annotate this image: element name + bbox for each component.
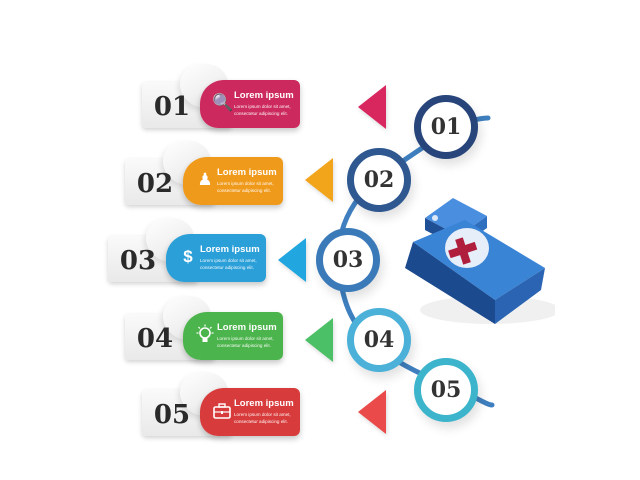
- step-description: Lorem ipsum dolor sit amet, consectetur …: [200, 258, 257, 270]
- step-title: Lorem ipsum: [200, 244, 260, 255]
- step-circle-2: 02: [347, 148, 411, 212]
- step-circle-label: 03: [332, 247, 364, 273]
- step-description: Lorem ipsum dolor sit amet, consectetur …: [217, 181, 274, 193]
- step-description: Lorem ipsum dolor sit amet, consectetur …: [234, 104, 291, 116]
- pointer-2: [305, 158, 333, 202]
- step-circle-label: 05: [430, 377, 462, 403]
- step-3: 03 $ Lorem ipsum Lorem ipsum dolor sit a…: [108, 218, 298, 288]
- step-circle-5: 05: [414, 358, 478, 422]
- person-icon: ♟: [197, 170, 213, 189]
- step-circle-1: 01: [414, 95, 478, 159]
- step-number: 01: [153, 92, 191, 122]
- step-circle-4: 04: [347, 308, 411, 372]
- step-label-tab: Lorem ipsum Lorem ipsum dolor sit amet, …: [200, 388, 300, 436]
- step-title: Lorem ipsum: [217, 322, 277, 333]
- step-description: Lorem ipsum dolor sit amet, consectetur …: [234, 412, 291, 424]
- lightbulb-icon: [195, 324, 215, 346]
- step-label-tab: Lorem ipsum Lorem ipsum dolor sit amet, …: [183, 312, 283, 360]
- step-label-tab: $ Lorem ipsum Lorem ipsum dolor sit amet…: [166, 234, 266, 282]
- magnifier-icon: 🔍: [212, 93, 234, 112]
- dollar-icon: $: [183, 247, 193, 266]
- step-circle-3: 03: [316, 228, 380, 292]
- step-title: Lorem ipsum: [234, 398, 294, 409]
- pointer-5: [358, 390, 386, 434]
- step-label-tab: 🔍 Lorem ipsum Lorem ipsum dolor sit amet…: [200, 80, 300, 128]
- step-4: 04 Lorem ipsum Lorem ipsum dolor sit ame…: [125, 296, 315, 366]
- step-2: 02 ♟ Lorem ipsum Lorem ipsum dolor sit a…: [125, 141, 315, 211]
- step-circle-label: 04: [363, 327, 395, 353]
- step-circle-label: 01: [430, 114, 462, 140]
- pointer-3: [278, 238, 306, 282]
- step-title: Lorem ipsum: [217, 167, 277, 178]
- step-number: 03: [119, 246, 157, 276]
- step-label-tab: ♟ Lorem ipsum Lorem ipsum dolor sit amet…: [183, 157, 283, 205]
- first-aid-kit-icon: [405, 198, 555, 324]
- briefcase-icon: [212, 400, 232, 422]
- step-5: 05 Lorem ipsum Lorem ipsum dolor sit ame…: [142, 372, 332, 442]
- step-number: 02: [136, 169, 174, 199]
- step-description: Lorem ipsum dolor sit amet, consectetur …: [217, 336, 274, 348]
- step-circle-label: 02: [363, 167, 395, 193]
- step-number: 04: [136, 324, 174, 354]
- step-title: Lorem ipsum: [234, 90, 294, 101]
- step-1: 01 🔍 Lorem ipsum Lorem ipsum dolor sit a…: [142, 64, 332, 134]
- pointer-4: [305, 318, 333, 362]
- step-number: 05: [153, 400, 191, 430]
- pointer-1: [358, 85, 386, 129]
